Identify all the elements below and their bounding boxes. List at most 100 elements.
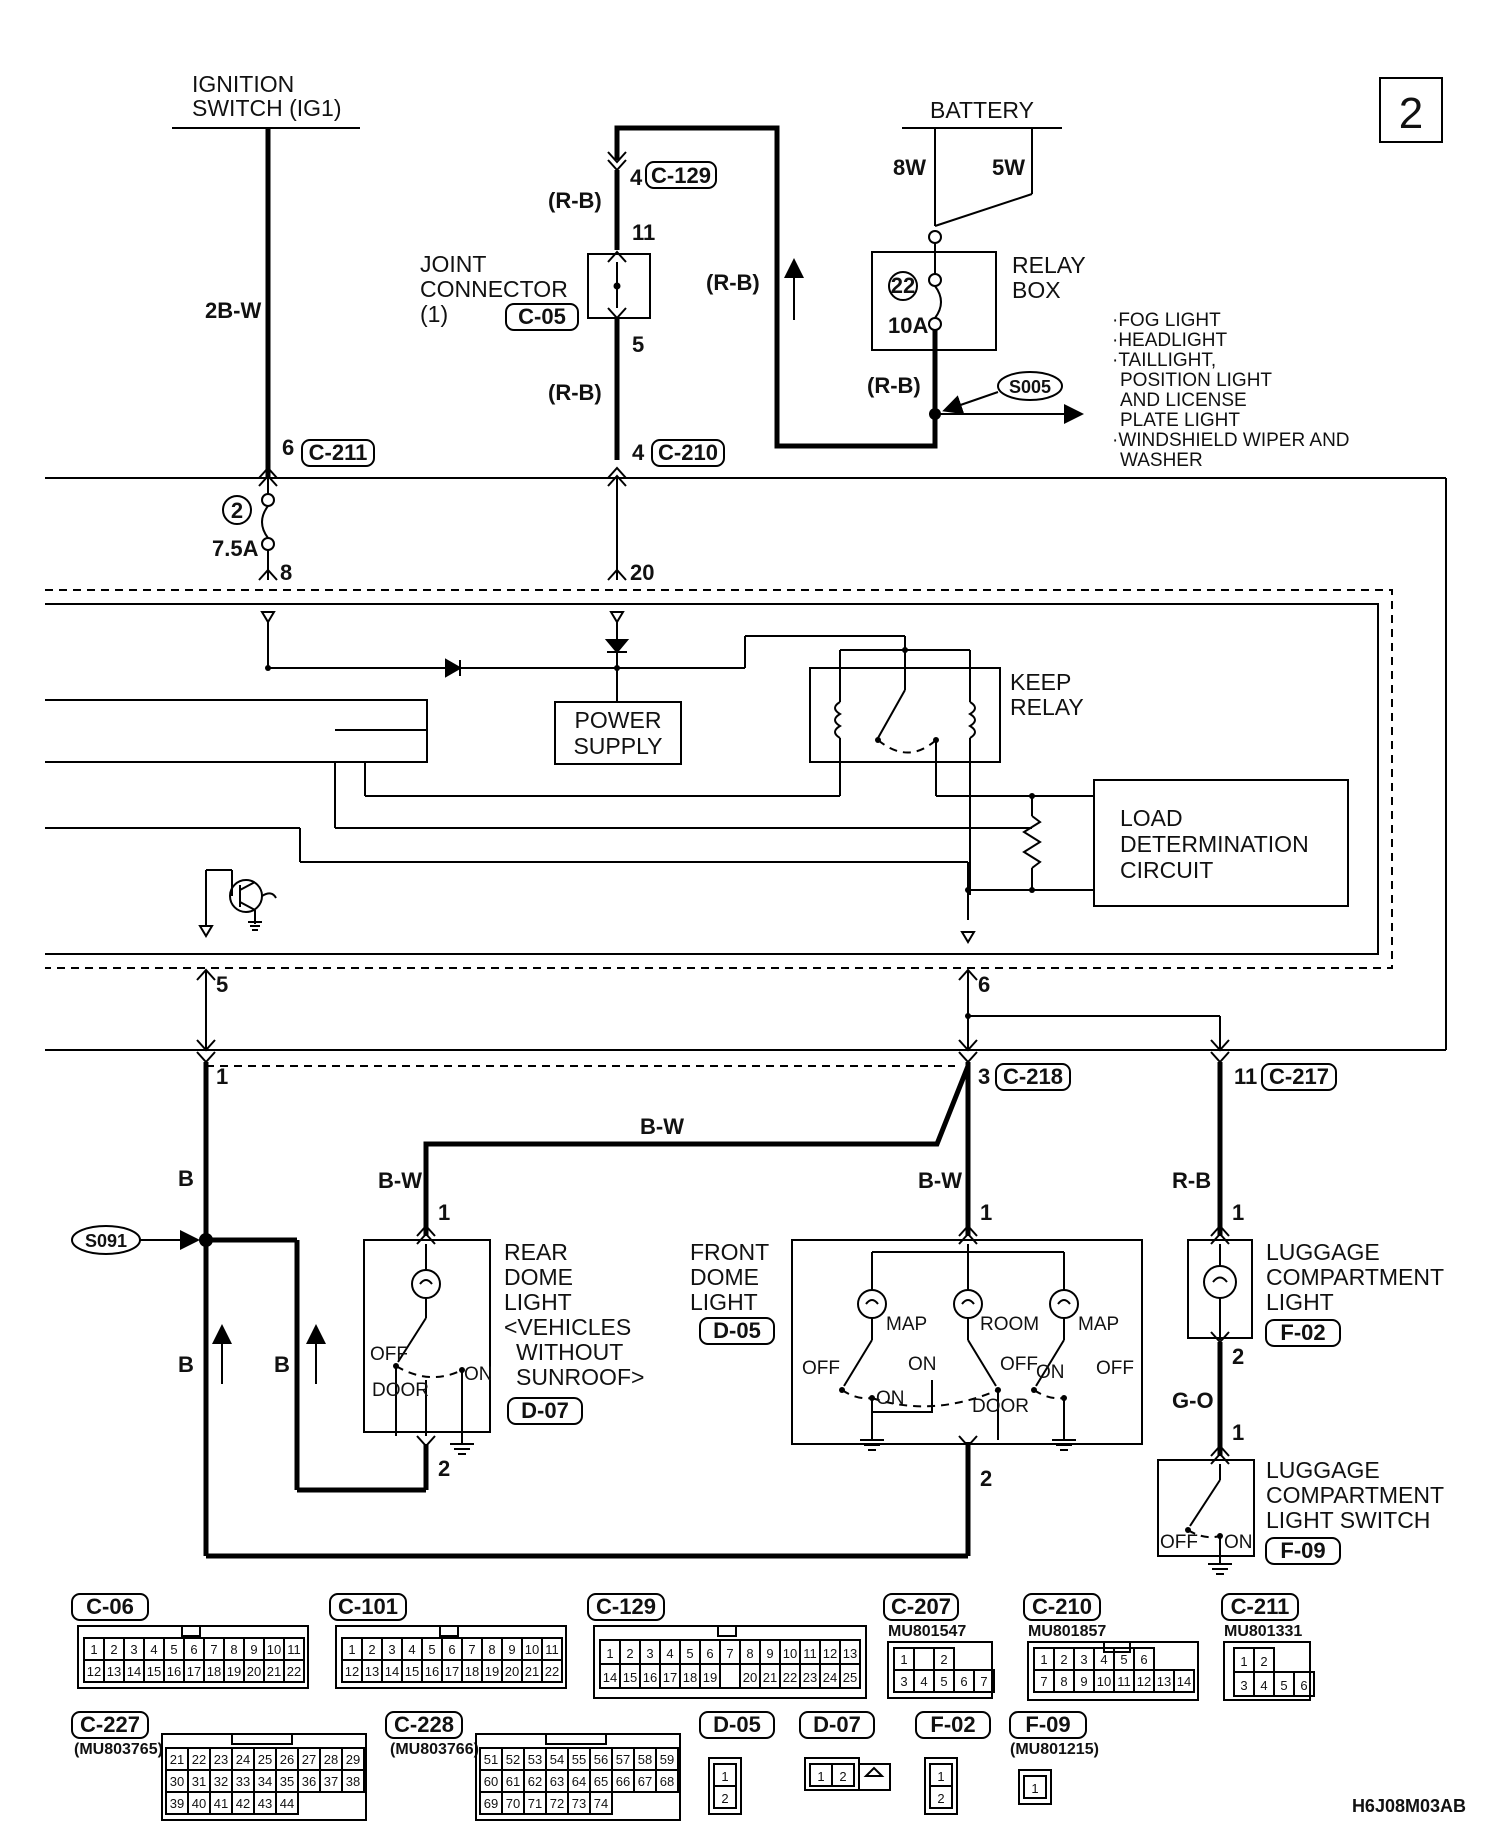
svg-text:OFF: OFF: [802, 1358, 840, 1379]
svg-text:F-09: F-09: [1280, 1538, 1325, 1563]
c129-pin: 8: [746, 1646, 753, 1661]
c129-pin: 24: [823, 1670, 837, 1685]
c207-pin: 4: [920, 1674, 927, 1689]
c227-pin: 42: [236, 1796, 250, 1811]
svg-text:DOME: DOME: [690, 1264, 759, 1290]
svg-text:C-129: C-129: [651, 163, 711, 188]
svg-text:C-06: C-06: [86, 1594, 134, 1619]
output-list: ·FOG LIGHT ·HEADLIGHT ·TAILLIGHT, POSITI…: [1112, 310, 1350, 471]
svg-text:22: 22: [891, 273, 915, 298]
svg-text:DOOR: DOOR: [972, 1396, 1029, 1417]
svg-text:MU801547: MU801547: [888, 1623, 966, 1640]
c228-pin: 59: [660, 1752, 674, 1767]
c211-pin6: 6 C-211: [282, 435, 375, 467]
c129-pin: 19: [703, 1670, 717, 1685]
c129-pin: 7: [726, 1646, 733, 1661]
c101-pin: 4: [408, 1642, 415, 1657]
svg-text:C-227: C-227: [80, 1712, 140, 1737]
c06-pin: 11: [287, 1642, 301, 1657]
svg-text:C-228: C-228: [394, 1712, 454, 1737]
svg-text:2: 2: [937, 1791, 944, 1806]
svg-text:AND LICENSE: AND LICENSE: [1120, 390, 1247, 411]
c210-pin: 9: [1080, 1674, 1087, 1689]
c06-pin: 20: [247, 1664, 261, 1679]
c228-cell: [655, 1769, 679, 1793]
c101-pin: 14: [385, 1664, 399, 1679]
c211-pin: 4: [1260, 1678, 1267, 1693]
svg-text:SUNROOF>: SUNROOF>: [516, 1364, 644, 1390]
svg-text:REAR: REAR: [504, 1239, 568, 1265]
svg-text:6: 6: [978, 972, 990, 997]
svg-text:(R-B): (R-B): [548, 380, 602, 405]
svg-text:1: 1: [980, 1200, 992, 1225]
luggage-light: R-B 1 2 G-O 1 LUGGAGE COMPARTMENT LIGHT …: [1172, 1062, 1444, 1456]
svg-text:11: 11: [632, 220, 655, 245]
svg-text:DOME: DOME: [504, 1264, 573, 1290]
svg-text:POWER: POWER: [575, 707, 662, 733]
svg-text:11: 11: [1234, 1064, 1257, 1089]
svg-text:BATTERY: BATTERY: [930, 97, 1034, 123]
svg-text:F-02: F-02: [1280, 1320, 1325, 1345]
c06-pin: 1: [90, 1642, 97, 1657]
rear-dome-light: OFF DOOR ON REAR DOME LIGHT <VEHICLES WI…: [363, 1224, 644, 1455]
c129-pin: 20: [743, 1670, 757, 1685]
c227-pin: 21: [170, 1752, 184, 1767]
c06-pin: 15: [147, 1664, 161, 1679]
svg-text:OFF: OFF: [1096, 1358, 1134, 1379]
c228-cell: [589, 1791, 613, 1815]
svg-text:(R-B): (R-B): [867, 373, 921, 398]
c129-pin: 23: [803, 1670, 817, 1685]
c227-pin: 22: [192, 1752, 206, 1767]
svg-text:B: B: [178, 1352, 194, 1377]
c101-pin: 6: [448, 1642, 455, 1657]
c227-pin: 25: [258, 1752, 272, 1767]
svg-text:(R-B): (R-B): [548, 188, 602, 213]
c228-pin: 58: [638, 1752, 652, 1767]
svg-text:C-217: C-217: [1269, 1064, 1329, 1089]
c228-pin: 57: [616, 1752, 630, 1767]
svg-text:COMPARTMENT: COMPARTMENT: [1266, 1482, 1444, 1508]
svg-text:1: 1: [438, 1200, 450, 1225]
front-dome-light: MAP ROOM MAP OFF ON ON OFF DOOR ON OFF F…: [690, 1224, 1143, 1491]
svg-text:(R-B): (R-B): [706, 270, 760, 295]
c210-pin: 12: [1137, 1674, 1151, 1689]
c210-pin: 1: [1040, 1652, 1047, 1667]
c101-pin: 19: [485, 1664, 499, 1679]
svg-text:(MU803766): (MU803766): [390, 1741, 479, 1758]
c06-pin: 19: [227, 1664, 241, 1679]
c06-pin: 2: [110, 1642, 117, 1657]
connector-f09: F-09(MU801215)1: [1009, 1711, 1099, 1805]
c06-pin: 4: [150, 1642, 157, 1657]
c129-pin: 22: [783, 1670, 797, 1685]
svg-text:ON: ON: [908, 1354, 937, 1375]
c129-cell: [719, 1663, 741, 1689]
svg-text:C-211: C-211: [309, 440, 368, 465]
svg-text:C-129: C-129: [596, 1594, 656, 1619]
svg-text:R-B: R-B: [1172, 1168, 1211, 1193]
svg-text:IGNITION: IGNITION: [192, 71, 294, 97]
svg-text:JOINT: JOINT: [420, 251, 486, 277]
svg-text:2: 2: [980, 1466, 992, 1491]
c101-pin: 5: [428, 1642, 435, 1657]
c228-pin: 56: [594, 1752, 608, 1767]
c227-pin: 40: [192, 1796, 206, 1811]
c101-pin: 17: [445, 1664, 459, 1679]
svg-text:PLATE LIGHT: PLATE LIGHT: [1120, 410, 1240, 431]
c101-pin: 18: [465, 1664, 479, 1679]
svg-text:B: B: [274, 1352, 290, 1377]
c129-pin: 16: [643, 1670, 657, 1685]
c101-pin: 11: [545, 1642, 559, 1657]
svg-text:LUGGAGE: LUGGAGE: [1266, 1457, 1380, 1483]
svg-text:D-05: D-05: [713, 1712, 761, 1737]
c227-pin: 27: [302, 1752, 316, 1767]
c101-pin: 13: [365, 1664, 379, 1679]
c227-pin: 28: [324, 1752, 338, 1767]
splice-s005: S005: [929, 371, 1084, 424]
svg-text:2: 2: [721, 1791, 728, 1806]
svg-text:ON: ON: [464, 1364, 493, 1385]
svg-text:DOOR: DOOR: [372, 1380, 429, 1401]
svg-text:B-W: B-W: [640, 1114, 684, 1139]
